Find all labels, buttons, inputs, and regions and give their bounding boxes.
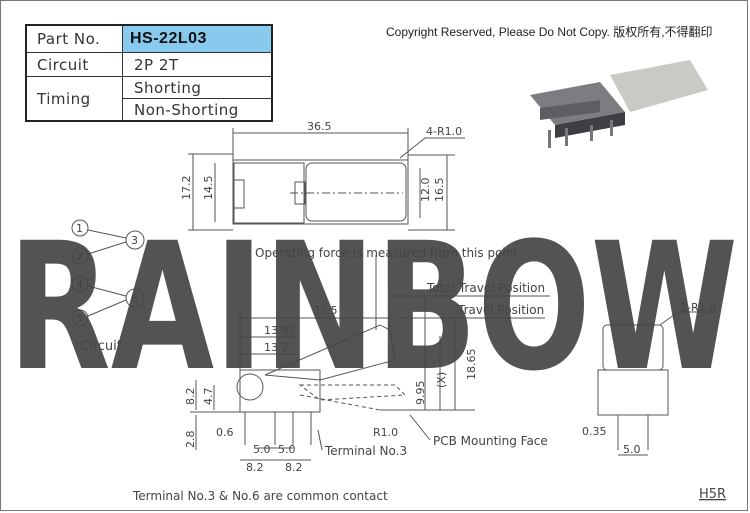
dim-5-0-b: 5.0 bbox=[278, 443, 296, 456]
dim-18-65: 18.65 bbox=[465, 349, 478, 381]
travel-label: Travel Position bbox=[457, 303, 544, 317]
top-view-outline bbox=[232, 159, 409, 225]
dim-x: (X) bbox=[435, 372, 448, 388]
drawing-code: H5R bbox=[699, 487, 726, 502]
dim-16-5: 16.5 bbox=[433, 178, 446, 203]
timing-label: Timing bbox=[37, 89, 91, 108]
dim-9-95: 9.95 bbox=[414, 381, 427, 406]
side-view-pivot bbox=[236, 373, 264, 401]
top-view-slot bbox=[233, 179, 245, 209]
timing-value-non-shorting: Non-Shorting bbox=[134, 100, 239, 119]
circuit-pin-1 bbox=[71, 219, 89, 237]
dim-2-r1: 2-R1.0 bbox=[680, 301, 716, 314]
part-no-value: HS-22L03 bbox=[122, 26, 271, 52]
part-no-label: Part No. bbox=[37, 30, 101, 48]
footer-note: Terminal No.3 & No.6 are common contact bbox=[132, 489, 388, 503]
pin-label-3: 3 bbox=[131, 234, 138, 247]
dim-8-2-a: 8.2 bbox=[246, 461, 264, 474]
pin-label-5: 5 bbox=[76, 312, 83, 325]
dim-17-2: 17.2 bbox=[180, 176, 193, 201]
circuit-pin-5 bbox=[71, 309, 89, 327]
dim-0-35: 0.35 bbox=[582, 425, 607, 438]
table-rule bbox=[27, 52, 271, 53]
side-view-lever bbox=[264, 324, 396, 381]
pin-label-6: 6 bbox=[131, 292, 138, 305]
end-view-body bbox=[597, 369, 669, 416]
circuit-label: Circuit bbox=[37, 55, 89, 74]
dim-4-7: 4.7 bbox=[202, 388, 215, 406]
side-view-travel bbox=[298, 384, 407, 401]
dim-13-2: 13.2 bbox=[264, 341, 289, 354]
dim-12-0: 12.0 bbox=[419, 178, 432, 203]
circuit-value: 2P 2T bbox=[134, 55, 179, 74]
product-render bbox=[530, 60, 708, 148]
dim-4-r1: 4-R1.0 bbox=[426, 125, 462, 138]
dim-0-6: 0.6 bbox=[216, 426, 234, 439]
circuit-pin-6 bbox=[125, 288, 145, 308]
dim-33-5: 33.5 bbox=[313, 304, 338, 317]
dim-2-8: 2.8 bbox=[184, 431, 197, 449]
terminal-label: Terminal No.3 bbox=[324, 444, 407, 458]
table-rule bbox=[27, 76, 271, 77]
side-view-body bbox=[239, 369, 321, 413]
dim-8-2-vertical: 8.2 bbox=[184, 388, 197, 406]
table-rule bbox=[122, 26, 123, 120]
dim-13-85: 13.85 bbox=[264, 324, 296, 337]
circuit-pin-3 bbox=[125, 230, 145, 250]
circuit-pin-4 bbox=[71, 275, 89, 293]
dim-r1-0: R1.0 bbox=[373, 426, 398, 439]
top-view-actuator bbox=[305, 162, 407, 222]
spec-table: Part No. HS-22L03 Circuit 2P 2T Timing S… bbox=[25, 24, 273, 122]
dim-36-5: 36.5 bbox=[307, 120, 332, 133]
operating-force-note: Operating force is measured from this po… bbox=[255, 246, 522, 260]
dim-5-0-a: 5.0 bbox=[253, 443, 271, 456]
copyright-notice: Copyright Reserved, Please Do Not Copy. … bbox=[386, 25, 713, 39]
pin-label-2: 2 bbox=[76, 250, 83, 263]
pin-label-4: 4 bbox=[76, 278, 83, 291]
rainbow-watermark: RAINBOW bbox=[8, 205, 738, 410]
circuit-pin-2 bbox=[71, 247, 89, 265]
total-travel-label: Total Travel Position bbox=[426, 281, 545, 295]
pin-label-1: 1 bbox=[76, 222, 83, 235]
circuit-label: Circuit bbox=[80, 339, 122, 354]
table-rule bbox=[122, 98, 271, 99]
dim-end-5-0: 5.0 bbox=[623, 443, 641, 456]
dim-8-2-b: 8.2 bbox=[285, 461, 303, 474]
dim-14-5: 14.5 bbox=[202, 176, 215, 201]
pcb-mounting-label: PCB Mounting Face bbox=[433, 434, 548, 448]
top-view-slot bbox=[294, 181, 306, 205]
timing-value-shorting: Shorting bbox=[134, 78, 202, 97]
